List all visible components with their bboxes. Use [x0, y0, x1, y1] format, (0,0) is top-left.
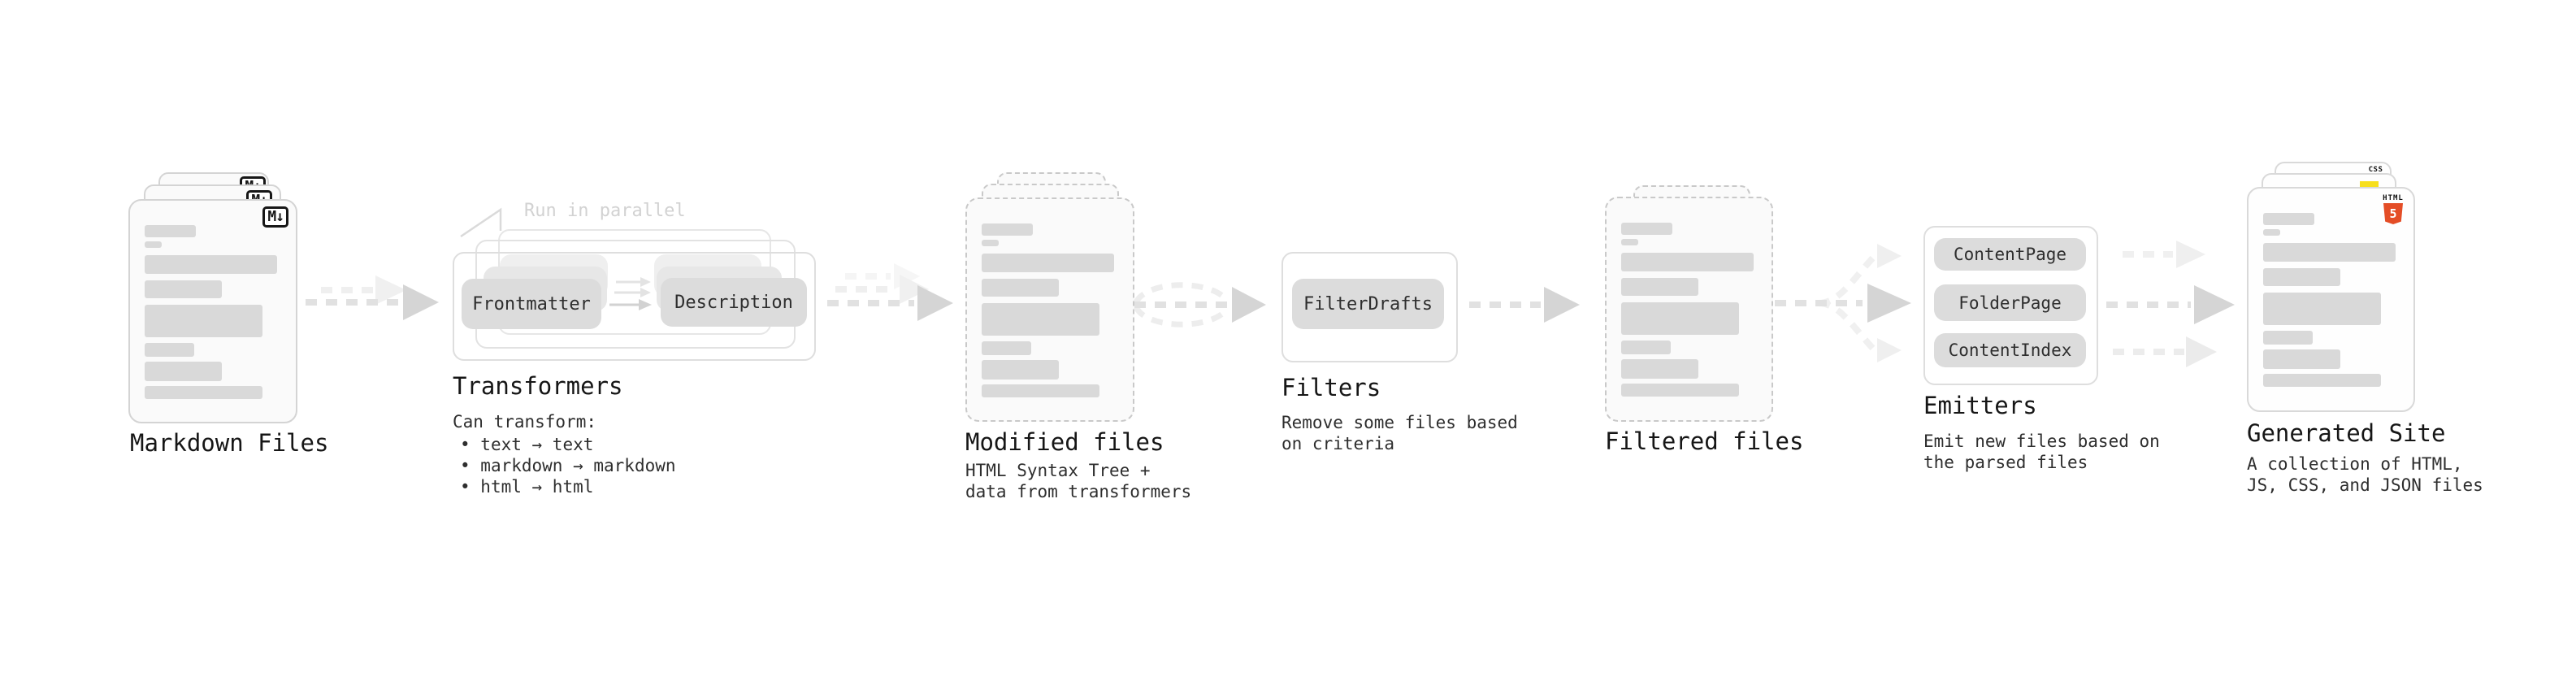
file-line-placeholder: [982, 341, 1031, 355]
file-line-placeholder: [1621, 253, 1754, 271]
file-line-placeholder: [145, 280, 222, 298]
file-line-placeholder: [145, 225, 196, 237]
file-line-placeholder: [2263, 213, 2314, 225]
file-line-placeholder: [982, 303, 1099, 336]
description-pill: Description: [661, 278, 807, 327]
frontmatter-pill: Frontmatter: [462, 279, 601, 329]
file-line-placeholder: [1621, 359, 1698, 379]
file-line-placeholder: [2263, 331, 2313, 345]
html5-icon-label: HTML: [2383, 194, 2404, 202]
subtitle-line: data from transformers: [965, 482, 1192, 501]
file-line-placeholder: [1621, 340, 1671, 354]
filtered-files-label: Filtered files: [1605, 427, 1804, 455]
html5-icon-number: 5: [2389, 206, 2397, 221]
folderpage-pill: FolderPage: [1934, 284, 2086, 321]
css-icon-label: CSS: [2368, 166, 2383, 174]
file-line-placeholder: [2263, 374, 2381, 387]
file-line-placeholder: [145, 241, 162, 248]
file-line-placeholder: [982, 240, 999, 246]
run-in-parallel-callout: [460, 207, 502, 238]
arrow-transformers-to-modified: [827, 263, 953, 321]
file-line-placeholder: [982, 223, 1033, 236]
subtitle-line: on criteria: [1281, 434, 1395, 453]
transformers-description-title: Can transform:: [453, 412, 597, 432]
generated-site-label: Generated Site: [2247, 419, 2446, 447]
filters-label: Filters: [1281, 374, 1381, 401]
markdown-file-card: M↓: [128, 199, 297, 423]
file-line-placeholder: [982, 360, 1059, 380]
modified-file-card: [965, 197, 1134, 422]
arrow-markdown-to-transformers: [306, 275, 439, 320]
subtitle-line: Emit new files based on: [1923, 432, 2160, 451]
capability-item: text → text: [460, 434, 676, 455]
file-line-placeholder: [145, 305, 262, 337]
markdown-icon: M↓: [262, 206, 288, 228]
modified-files-subtitle: HTML Syntax Tree + data from transformer…: [965, 460, 1191, 502]
file-line-placeholder: [982, 384, 1099, 397]
file-line-placeholder: [2263, 243, 2396, 262]
file-line-placeholder: [145, 255, 277, 274]
file-line-placeholder: [145, 343, 194, 357]
filterdrafts-pill: FilterDrafts: [1292, 279, 1444, 329]
emitters-label: Emitters: [1923, 392, 2037, 419]
file-line-placeholder: [2263, 293, 2381, 325]
file-line-placeholder: [1621, 239, 1638, 245]
contentpage-pill: ContentPage: [1934, 238, 2086, 271]
subtitle-line: JS, CSS, and JSON files: [2247, 475, 2483, 495]
filters-subtitle: Remove some files based on criteria: [1281, 412, 1518, 454]
arrow-emitters-to-generated: [2106, 241, 2235, 367]
html-file-card: HTML 5: [2247, 187, 2415, 412]
arrow-filtered-to-emitters: [1775, 244, 1911, 362]
modified-files-label: Modified files: [965, 428, 1164, 456]
file-line-placeholder: [2263, 229, 2280, 236]
file-line-placeholder: [1621, 223, 1672, 235]
capability-item: markdown → markdown: [460, 455, 675, 476]
file-line-placeholder: [1621, 302, 1739, 335]
markdown-files-label: Markdown Files: [130, 429, 329, 457]
capability-item: html → html: [460, 476, 676, 497]
file-line-placeholder: [1621, 278, 1698, 296]
subtitle-line: Remove some files based: [1281, 413, 1518, 432]
subtitle-line: the parsed files: [1923, 453, 2088, 472]
emitters-subtitle: Emit new files based on the parsed files: [1923, 431, 2160, 473]
generated-site-subtitle: A collection of HTML, JS, CSS, and JSON …: [2247, 453, 2483, 496]
transformers-capability-list: text → text markdown → markdown html → h…: [460, 434, 676, 497]
arrow-filters-to-filtered: [1469, 287, 1580, 323]
run-in-parallel-note: Run in parallel: [524, 201, 686, 221]
subtitle-line: HTML Syntax Tree +: [965, 461, 1151, 480]
file-line-placeholder: [982, 254, 1114, 272]
contentindex-pill: ContentIndex: [1934, 333, 2086, 367]
filtered-file-card: [1605, 197, 1773, 422]
html5-icon: HTML 5: [2381, 195, 2405, 224]
file-line-placeholder: [1621, 384, 1739, 397]
transformers-label: Transformers: [453, 372, 623, 400]
transformer-layer-front: [453, 252, 816, 361]
file-line-placeholder: [145, 386, 262, 399]
subtitle-line: A collection of HTML,: [2247, 454, 2463, 474]
file-line-placeholder: [2263, 349, 2340, 369]
file-line-placeholder: [145, 362, 222, 381]
arrow-modified-to-filters: [1133, 282, 1266, 327]
file-line-placeholder: [982, 279, 1059, 297]
file-line-placeholder: [2263, 268, 2340, 286]
